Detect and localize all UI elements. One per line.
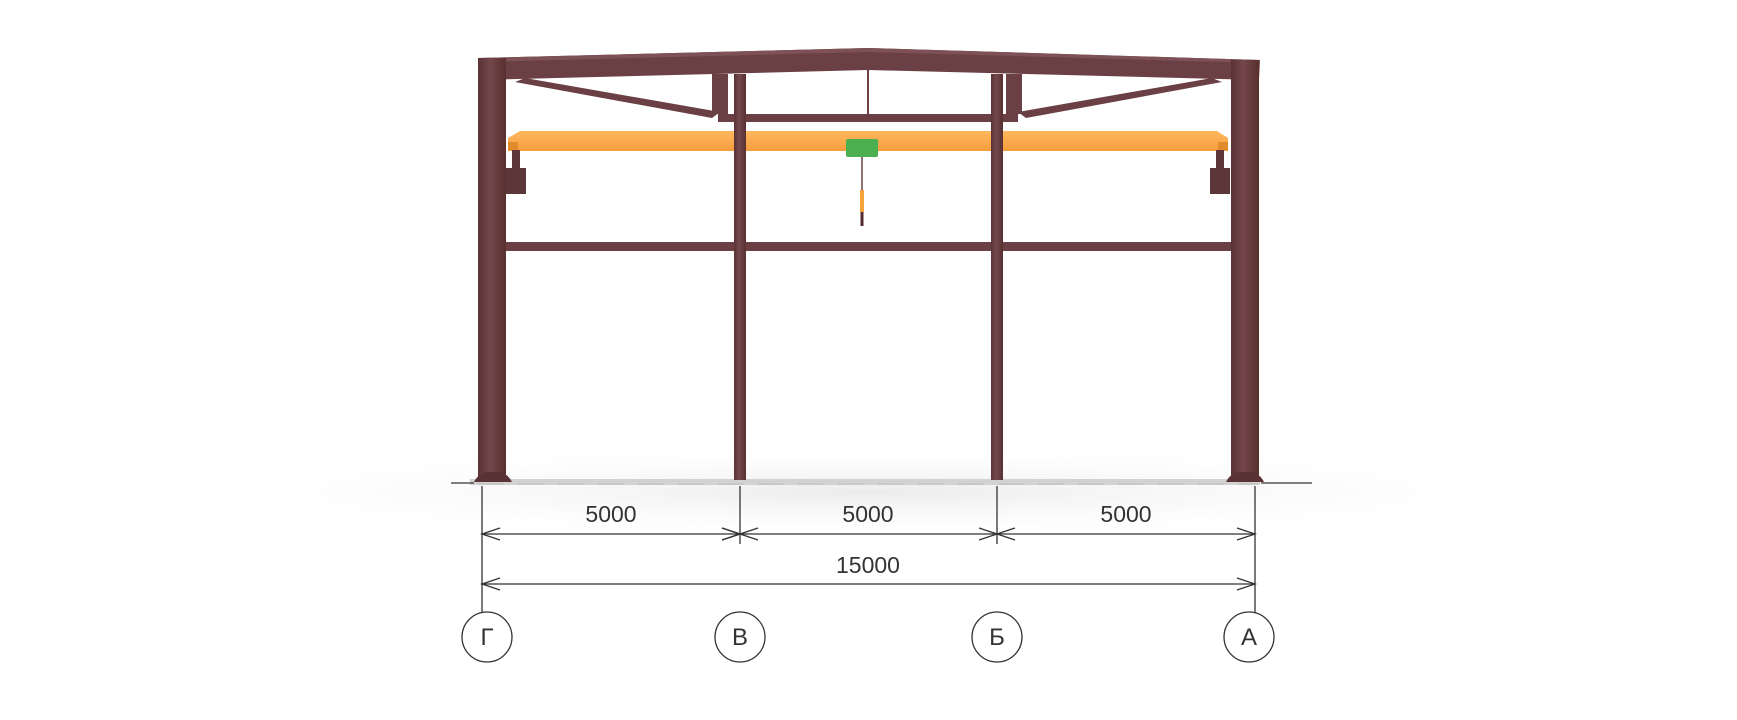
axis-label-v: В [732, 624, 748, 651]
total-arrow-right [1236, 577, 1258, 591]
crane-bracket-right [1210, 168, 1230, 194]
crane-bracket-right-web [1216, 150, 1224, 170]
bay-arrow-g [479, 527, 501, 541]
bay-arrow-a [1236, 527, 1258, 541]
knee-brace-left [515, 78, 720, 118]
bay-dimension-3: 5000 [1100, 501, 1151, 527]
bay-dimension-2: 5000 [842, 501, 893, 527]
floor-slab [470, 479, 1260, 485]
hoist-trolley [846, 139, 878, 157]
bay-arrow-v-path [721, 527, 759, 541]
upper-tie-beam [718, 114, 1018, 122]
crane-bracket-left-web [512, 150, 520, 170]
axis-label-g: Г [481, 624, 494, 651]
column-a-base [1226, 472, 1264, 482]
axis-bubble-b: Б [971, 611, 1023, 663]
axis-bubble-g: Г [461, 611, 513, 663]
knee-brace-right [1018, 78, 1222, 118]
column-a [1231, 60, 1259, 480]
axis-label-a: А [1241, 624, 1257, 651]
total-dimension: 15000 [836, 552, 900, 578]
column-g [478, 58, 506, 480]
crane-end-right [1218, 142, 1228, 150]
crane-bracket-left [506, 168, 526, 194]
axis-bubble-a: А [1223, 611, 1275, 663]
brace-stub-left [712, 74, 728, 114]
brace-stub-right [1006, 74, 1022, 114]
roof-rafter-highlight [478, 48, 1260, 63]
column-v [734, 74, 746, 480]
axis-bubble-v: В [714, 611, 766, 663]
total-arrow-left [479, 577, 501, 591]
column-g-base [474, 472, 512, 482]
axis-label-b: Б [989, 624, 1005, 651]
bay-dimension-1: 5000 [585, 501, 636, 527]
crane-end-left [508, 142, 518, 150]
bay-arrow-b [978, 527, 1016, 541]
girt-beam [500, 242, 1232, 251]
hoist-hook [860, 212, 864, 226]
hoist-hook-block [860, 190, 864, 212]
column-b [991, 74, 1003, 480]
